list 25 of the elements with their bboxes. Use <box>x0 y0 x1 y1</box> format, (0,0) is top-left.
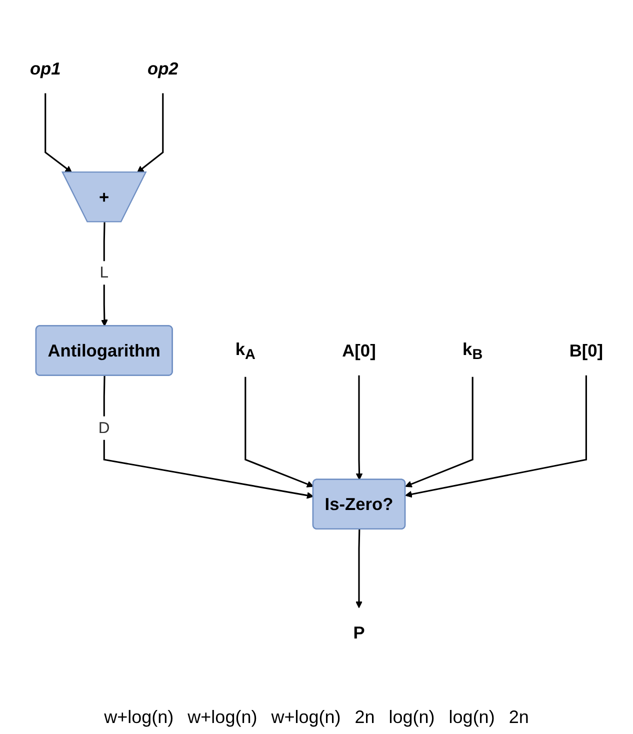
node-text: P <box>353 622 365 642</box>
bus-width-label: w+log(n) <box>271 707 341 728</box>
bus-width-label: w+log(n) <box>188 707 258 728</box>
node-text: B[0] <box>569 340 604 360</box>
bus-width-label: log(n) <box>448 707 495 728</box>
node-text: A[0] <box>342 340 376 360</box>
node-text: op1 <box>30 58 61 78</box>
edge-label: D <box>98 419 110 437</box>
arrow <box>103 376 314 499</box>
arrow <box>356 529 362 608</box>
arrow <box>405 376 474 488</box>
node-text: k$_{B}$ <box>462 339 483 362</box>
bus-width-label: w+log(n) <box>104 707 174 728</box>
arrow <box>244 376 314 488</box>
arrow <box>100 222 108 326</box>
arrow <box>405 375 587 498</box>
arrow <box>356 375 363 480</box>
edge-label: L <box>100 264 109 282</box>
bus-width-label: log(n) <box>388 707 435 728</box>
bus-width-label: 2n <box>508 707 529 728</box>
node-text: op2 <box>147 58 178 78</box>
arrow <box>44 93 72 173</box>
node-text: k$_{A}$ <box>235 339 256 362</box>
arrow <box>136 93 164 173</box>
bus-width-label: 2n <box>354 707 375 728</box>
